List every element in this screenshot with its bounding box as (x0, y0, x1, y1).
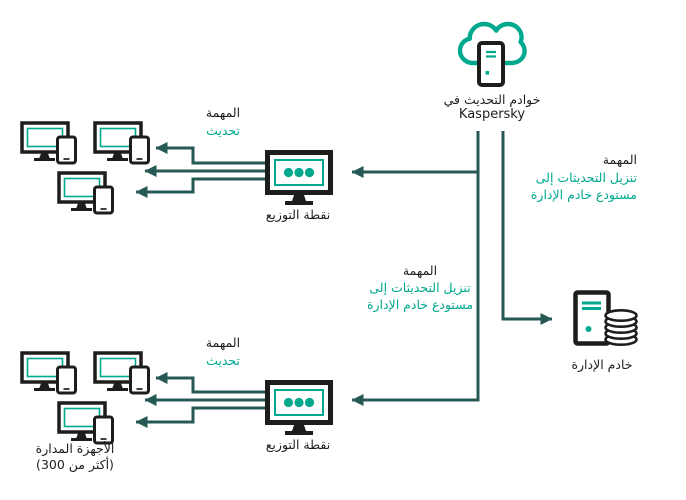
admin-server-label: خادم الإدارة (571, 357, 633, 372)
managed-device-icon (93, 351, 151, 395)
managed-devices-line2: (أكثر من 300) (36, 457, 114, 472)
arrow-connector-kaspersky-to-admin-server (501, 131, 553, 325)
distribution-point-label-top: نقطة التوزيع (265, 207, 331, 222)
arrow-connector-dp-bottom-to-device-3 (135, 406, 290, 428)
task-title: المهمة (402, 263, 438, 278)
database-disks (604, 308, 638, 346)
distribution-point-monitor-icon-top (268, 153, 331, 206)
managed-devices-label: الأجهزة المدارة (أكثر من 300) (10, 441, 140, 473)
managed-device-icon (57, 401, 115, 445)
distribution-point-monitor-icon-bottom (268, 383, 331, 436)
task-line1: تنزيل التحديثات إلى (535, 169, 637, 185)
task-subtitle: تحديث (206, 123, 240, 138)
distribution-point-label-bottom: نقطة التوزيع (265, 437, 331, 452)
arrow-connector-kaspersky-to-dp-bottom (351, 131, 480, 406)
arrow-connector-dp-bottom-to-device-1 (155, 372, 290, 394)
task-line2: مستودع خادم الإدارة (530, 187, 637, 202)
connector-lines (135, 131, 553, 428)
task-update-label-bottom: المهمة تحديث (163, 334, 283, 370)
admin-server-tower-database-icon (573, 290, 638, 346)
arrow-connector-dp-top-to-device-1 (155, 142, 290, 165)
managed-device-icon (20, 121, 78, 165)
task-subtitle: تحديث (206, 353, 240, 368)
managed-device-icon (20, 351, 78, 395)
task-line2: مستودع خادم الإدارة (366, 297, 474, 312)
cloud-icon (457, 21, 527, 66)
update-server-body (477, 41, 505, 87)
task-download-label-middle: المهمة تنزيل التحديثات إلى مستودع خادم ا… (350, 262, 490, 313)
task-line1: تنزيل التحديثات إلى (369, 280, 471, 295)
kaspersky-label-ar: خوادم التحديث في (443, 92, 541, 107)
task-download-label-right: المهمة تنزيل التحديثات إلى مستودع خادم ا… (517, 151, 637, 204)
managed-device-icon (57, 171, 115, 215)
kaspersky-label-en: Kaspersky (458, 107, 526, 122)
managed-devices-line1: الأجهزة المدارة (35, 441, 115, 456)
task-title: المهمة (205, 105, 241, 120)
task-update-label-top: المهمة تحديث (163, 104, 283, 140)
kaspersky-update-servers-label: خوادم التحديث في Kaspersky (412, 92, 572, 122)
cloud-update-servers-icon (457, 21, 527, 87)
task-title: المهمة (602, 152, 637, 167)
arrow-connector-dp-top-to-device-3 (135, 177, 290, 198)
task-title: المهمة (205, 335, 241, 350)
managed-device-icon (93, 121, 151, 165)
server-tower (573, 290, 611, 346)
